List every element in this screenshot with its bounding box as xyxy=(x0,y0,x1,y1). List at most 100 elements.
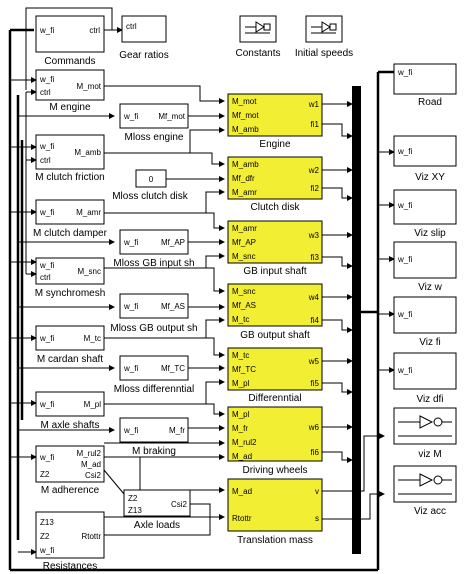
resistances-in2: Z2 xyxy=(40,532,50,541)
commands-block[interactable]: w_fi ctrl Commands xyxy=(35,15,105,67)
gb-input-out1: w3 xyxy=(308,231,320,240)
m-clutch-friction-in2: ctrl xyxy=(40,156,51,165)
mux-bus-bar xyxy=(352,86,361,554)
m-synchromesh-block[interactable]: w_fi ctrl M_snc M synchromesh xyxy=(35,257,106,299)
viz-acc-block[interactable]: Viz acc xyxy=(393,465,457,517)
differential-in3: M_pl xyxy=(232,379,250,388)
engine-in3: M_amb xyxy=(232,125,259,134)
differential-caption: Differenntial xyxy=(248,393,301,404)
mloss-gb-input-out: Mf_AP xyxy=(161,238,185,247)
viz-dfi-block[interactable]: w_fi Viz dfi xyxy=(393,352,457,405)
m-braking-in: w_fi xyxy=(123,426,138,435)
mloss-differential-block[interactable]: w_fi Mf_TC Mloss differenntial xyxy=(114,355,194,395)
m-cardan-out: M_tc xyxy=(84,334,101,343)
constants-block[interactable]: Constants xyxy=(235,15,281,59)
road-block[interactable]: w_fi Road xyxy=(393,63,457,108)
m-clutch-damper-in: w_fi xyxy=(39,208,54,217)
translation-mass-caption: Translation mass xyxy=(237,535,313,546)
gear-ratios-block[interactable]: ctrl Gear ratios xyxy=(119,15,169,61)
m-cardan-in: w_fi xyxy=(39,334,54,343)
axle-loads-block[interactable]: Z2 Z13 Csi2 Axle loads xyxy=(123,489,191,531)
m-clutch-friction-in1: w_fi xyxy=(39,142,54,151)
resistances-in1: Z13 xyxy=(40,518,54,527)
scope-icon xyxy=(398,473,452,495)
m-braking-block[interactable]: w_fi M_fr M braking xyxy=(119,417,189,457)
clutch-disk-caption: Clutch disk xyxy=(251,202,301,213)
scope-icon xyxy=(398,415,452,437)
mloss-diff-caption: Mloss differenntial xyxy=(114,384,194,395)
differential-in1: M_tc xyxy=(232,351,249,360)
driving-wheels-block[interactable]: M_pl M_fr M_rul2 M_ad w6 fi6 Driving whe… xyxy=(227,406,323,476)
clutch-disk-block[interactable]: M_amb Mf_dfr M_amr w2 fi2 Clutch disk xyxy=(227,156,323,213)
road-caption: Road xyxy=(418,97,442,108)
clutch-disk-out1: w2 xyxy=(308,166,320,175)
differential-out2: fi5 xyxy=(311,379,320,388)
commands-out-port: ctrl xyxy=(89,26,100,35)
mloss-gb-output-block[interactable]: w_fi Mf_AS Mloss GB output sh xyxy=(110,293,198,334)
m-engine-block[interactable]: w_fi ctrl M_mot M engine xyxy=(35,69,105,113)
translation-mass-out2: s xyxy=(315,514,319,523)
driving-wheels-in4: M_ad xyxy=(232,452,252,461)
resistances-block[interactable]: Z13 Z2 w_fi Rtottr Resistances xyxy=(35,511,105,572)
viz-xy-in: w_fi xyxy=(397,147,412,156)
m-adherence-block[interactable]: w_fi Z2 M_rul2 M_ad Csi2 M adherence xyxy=(35,445,105,496)
engine-in1: M_mot xyxy=(232,97,257,106)
mloss-engine-block[interactable]: w_fi Mf_mot Mloss engine xyxy=(119,103,189,143)
resistances-in3: w_fi xyxy=(39,546,54,555)
mloss-clutch-disk-block[interactable]: 0 Mloss clutch disk xyxy=(112,169,189,202)
gb-input-shaft-block[interactable]: M_amr Mf_AP M_snc w3 fi3 GB input shaft xyxy=(227,220,323,277)
mloss-clutch-disk-value: 0 xyxy=(149,175,154,184)
m-axle-out: M_pl xyxy=(84,400,102,409)
mloss-engine-in: w_fi xyxy=(123,112,138,121)
gear-ratios-caption: Gear ratios xyxy=(119,50,168,61)
gb-output-out2: fi4 xyxy=(311,316,320,325)
driving-wheels-in2: M_fr xyxy=(232,424,248,433)
clutch-disk-in3: M_amr xyxy=(232,188,257,197)
viz-fi-caption: Viz fi xyxy=(419,337,441,348)
resistances-out: Rtottr xyxy=(81,532,101,541)
translation-mass-out1: v xyxy=(315,487,319,496)
differential-in2: Mf_TC xyxy=(232,365,256,374)
wiring xyxy=(8,7,395,572)
m-engine-in2: ctrl xyxy=(40,88,51,97)
axle-loads-caption: Axle loads xyxy=(134,520,180,531)
m-engine-in1: w_fi xyxy=(39,75,54,84)
gb-output-shaft-block[interactable]: M_snc Mf_AS M_tc w4 fi4 GB output shaft xyxy=(227,283,323,341)
mloss-gb-input-block[interactable]: w_fi Mf_AP Mloss GB input sh xyxy=(113,229,195,269)
viz-fi-block[interactable]: w_fi Viz fi xyxy=(393,296,457,348)
gb-input-out2: fi3 xyxy=(311,253,320,262)
mloss-diff-out: Mf_TC xyxy=(161,364,185,373)
m-clutch-friction-block[interactable]: w_fi ctrl M_amb M clutch friction xyxy=(35,134,105,183)
mloss-gb-output-in: w_fi xyxy=(123,302,138,311)
gb-output-in1: M_snc xyxy=(232,287,256,296)
m-axle-in: w_fi xyxy=(39,400,54,409)
viz-slip-caption: Viz slip xyxy=(414,228,446,239)
axle-loads-in1: Z2 xyxy=(128,494,138,503)
differential-block[interactable]: M_tc Mf_TC M_pl w5 fi5 Differenntial xyxy=(227,347,323,404)
viz-xy-block[interactable]: w_fi Viz XY xyxy=(393,135,457,183)
m-cardan-shaft-block[interactable]: w_fi M_tc M cardan shaft xyxy=(35,325,105,365)
driving-wheels-out2: fi6 xyxy=(311,448,320,457)
viz-w-block[interactable]: w_fi Viz w xyxy=(393,241,457,293)
mloss-gb-input-caption: Mloss GB input sh xyxy=(113,258,194,269)
initial-speeds-block[interactable]: Initial speeds xyxy=(295,15,353,59)
constants-icon xyxy=(245,21,271,34)
m-clutch-damper-out: M_amr xyxy=(76,208,101,217)
m-axle-shafts-block[interactable]: w_fi M_pl M axle shafts xyxy=(35,391,105,431)
m-synchromesh-in2: ctrl xyxy=(40,273,51,282)
translation-mass-block[interactable]: M_ad Rtottr v s Translation mass xyxy=(227,478,323,546)
viz-fi-in: w_fi xyxy=(397,310,412,319)
m-braking-caption: M braking xyxy=(132,446,176,457)
translation-mass-in1: M_ad xyxy=(232,487,252,496)
m-adherence-out2: M_ad xyxy=(81,460,101,469)
viz-slip-block[interactable]: w_fi Viz slip xyxy=(393,189,457,239)
road-in: w_fi xyxy=(397,68,412,77)
driving-wheels-in1: M_pl xyxy=(232,410,250,419)
viz-m-block[interactable]: viz M xyxy=(393,407,457,460)
m-cardan-caption: M cardan shaft xyxy=(37,354,103,365)
engine-out2: fi1 xyxy=(311,120,320,129)
m-clutch-damper-block[interactable]: w_fi M_amr M clutch damper xyxy=(33,199,108,239)
engine-block[interactable]: M_mot Mf_mot M_amb w1 fi1 Engine xyxy=(227,93,323,150)
mloss-gb-input-in: w_fi xyxy=(123,238,138,247)
viz-m-caption: viz M xyxy=(418,449,441,460)
